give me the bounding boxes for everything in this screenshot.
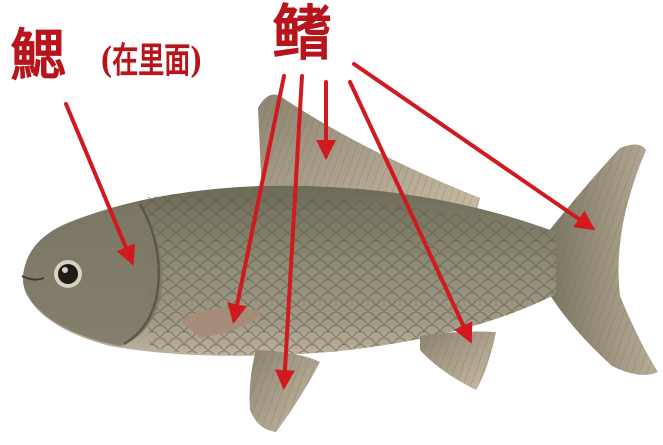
eye	[54, 260, 82, 288]
fish-head	[22, 204, 163, 346]
gill-note-label: (在里面)	[100, 44, 203, 79]
fin-label: 鳍	[272, 4, 332, 64]
tail-fin	[548, 144, 658, 374]
anal-fin	[420, 332, 496, 391]
gill-label: 鰓	[10, 28, 64, 84]
